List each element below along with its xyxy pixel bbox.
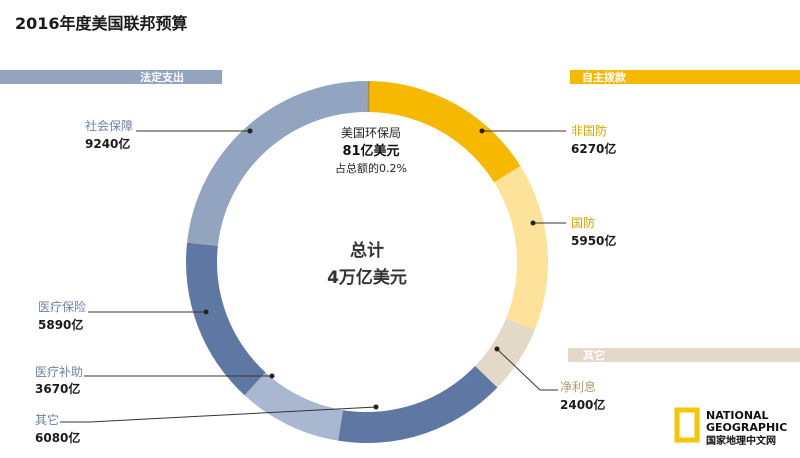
group-band-discretionary: 自主拨款 xyxy=(570,70,800,84)
value-other: 6080亿 xyxy=(35,430,80,445)
leader-dot-medicare xyxy=(203,309,209,315)
slice-other xyxy=(338,366,498,443)
center-total-value: 4万亿美元 xyxy=(327,267,407,288)
value-social-security: 9240亿 xyxy=(85,136,130,151)
leader-dot-other xyxy=(373,404,379,410)
label-social-security: 社会保障 xyxy=(85,118,133,133)
leader-dot-non-defense xyxy=(479,128,485,134)
leader-dot-social-security xyxy=(247,128,253,134)
label-medicaid: 医疗补助 xyxy=(35,365,83,379)
leader-dot-defense xyxy=(530,220,536,226)
slice-non-defense xyxy=(369,81,521,183)
value-medicaid: 3670亿 xyxy=(35,381,80,396)
logo-line1: NATIONAL xyxy=(706,409,769,422)
leader-dot-net-interest xyxy=(494,346,500,352)
leader-net-interest xyxy=(496,348,558,391)
slice-social-security xyxy=(187,80,368,246)
label-non-defense: 非国防 xyxy=(571,123,607,138)
value-medicare: 5890亿 xyxy=(38,317,83,332)
chart-title: 2016年度美国联邦预算 xyxy=(15,14,188,33)
label-other: 其它 xyxy=(35,412,59,427)
leader-other xyxy=(60,406,377,423)
label-net-interest: 净利息 xyxy=(560,379,596,394)
value-defense: 5950亿 xyxy=(571,233,616,248)
leader-dot-medicaid xyxy=(269,373,275,379)
slice-medicaid xyxy=(244,372,343,441)
group-band-mandatory: 法定支出 xyxy=(0,70,222,84)
epa-annotation-value: 81亿美元 xyxy=(342,143,399,159)
natgeo-yellow-frame-icon xyxy=(674,407,700,443)
epa-annotation-label: 美国环保局 xyxy=(341,126,401,140)
slice-medicare xyxy=(186,242,266,396)
leader-lines xyxy=(60,128,566,423)
value-net-interest: 2400亿 xyxy=(560,397,605,412)
group-label-other: 其它 xyxy=(583,348,605,362)
slice-epa xyxy=(367,81,370,113)
value-non-defense: 6270亿 xyxy=(571,141,616,156)
slice-net-interest xyxy=(475,318,535,388)
center-total-label: 总计 xyxy=(350,240,384,261)
logo-line2: GEOGRAPHIC xyxy=(706,421,787,434)
slice-defense xyxy=(494,165,548,331)
label-medicare: 医疗保险 xyxy=(38,299,86,314)
group-band-other: 其它 xyxy=(568,348,800,362)
logo-line3: 国家地理中文网 xyxy=(706,434,776,447)
donut-slices xyxy=(186,80,548,443)
label-defense: 国防 xyxy=(571,215,595,230)
natgeo-logo: NATIONAL GEOGRAPHIC 国家地理中文网 xyxy=(674,407,787,447)
epa-annotation-share: 占总额的0.2% xyxy=(335,161,407,175)
group-label-discretionary: 自主拨款 xyxy=(582,70,627,84)
group-label-mandatory: 法定支出 xyxy=(140,70,184,84)
